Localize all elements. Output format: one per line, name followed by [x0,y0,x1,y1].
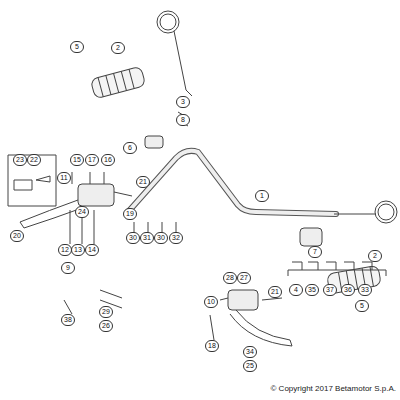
callout-number: 21 [136,176,150,188]
callout-number: 13 [71,244,85,256]
callout-number: 1 [255,190,269,202]
callout-number: 6 [123,142,137,154]
callout-number: 28 [223,272,237,284]
callout-number: 19 [123,208,137,220]
callout-number: 34 [243,346,257,358]
callout-number: 21 [268,286,282,298]
callout-number: 9 [61,262,75,274]
callout-number: 31 [140,232,154,244]
callout-number: 10 [204,296,218,308]
callout-number: 23 [13,154,27,166]
callout-number: 5 [70,41,84,53]
callout-number: 20 [10,230,24,242]
callout-number: 5 [355,300,369,312]
callout-number: 35 [305,284,319,296]
callout-number: 18 [205,340,219,352]
callout-number: 27 [237,272,251,284]
callout-number: 26 [99,320,113,332]
copyright-caption: © Copyright 2017 Betamotor S.p.A. [270,384,396,393]
callout-number: 7 [308,246,322,258]
callout-number: 12 [58,244,72,256]
callout-number: 8 [176,114,190,126]
callout-number: 24 [75,206,89,218]
callout-number: 16 [101,154,115,166]
callout-number: 11 [57,172,71,184]
callout-number: 29 [99,306,113,318]
callout-number: 25 [243,360,257,372]
callout-number: 30 [126,232,140,244]
callout-number: 15 [70,154,84,166]
callout-number: 32 [169,232,183,244]
callout-number: 36 [341,284,355,296]
callout-number: 4 [289,284,303,296]
callout-number: 2 [368,250,382,262]
callout-number: 22 [27,154,41,166]
callout-number: 33 [358,284,372,296]
callout-number: 14 [85,244,99,256]
callout-number: 2 [111,42,125,54]
callout-number: 3 [176,96,190,108]
callout-number: 37 [323,284,337,296]
callout-number: 30 [154,232,168,244]
callout-number: 38 [61,314,75,326]
callout-number: 17 [85,154,99,166]
